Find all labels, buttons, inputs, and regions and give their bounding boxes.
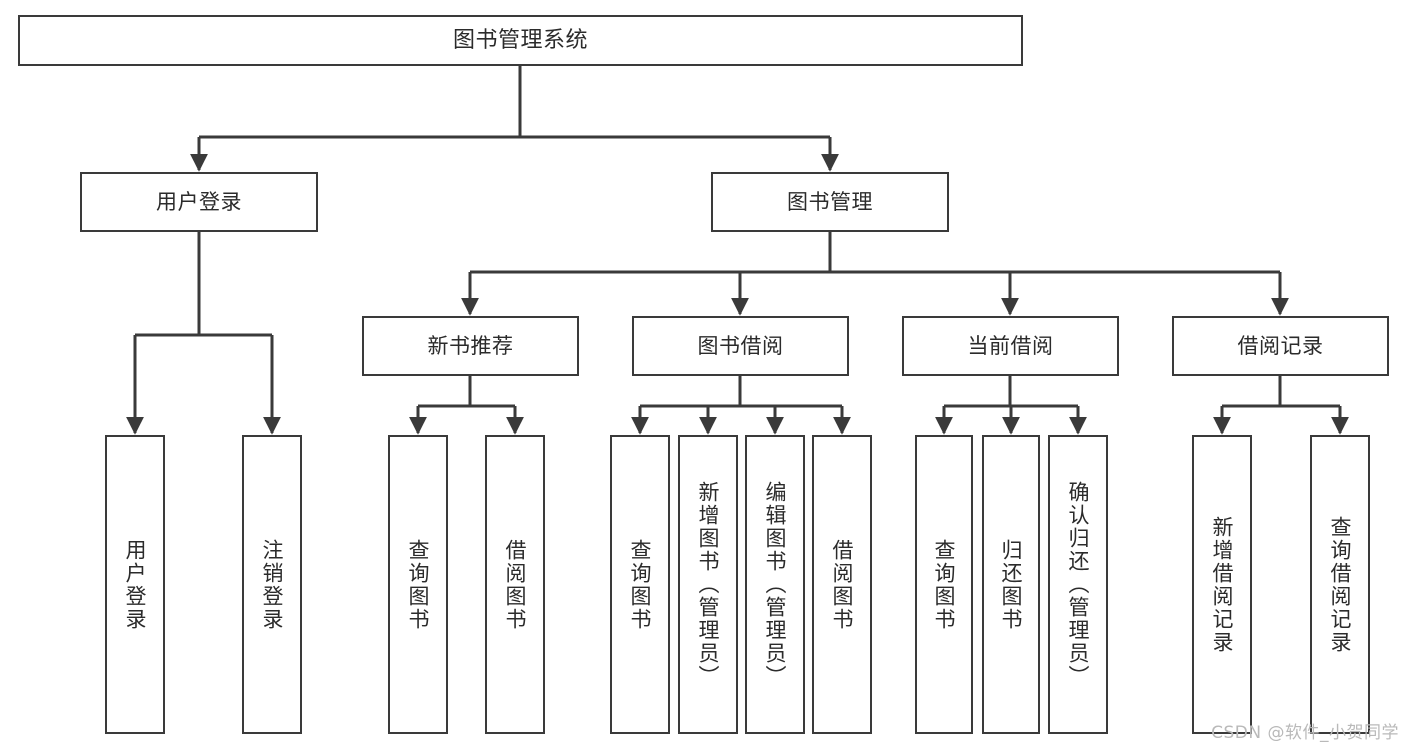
node-user-login-label: 用户登录 (156, 189, 242, 214)
node-book-borrow-label: 图书借阅 (697, 333, 784, 358)
node-leaf-logout[interactable]: 注销登录 (242, 435, 302, 734)
node-current-borrow[interactable]: 当前借阅 (902, 316, 1119, 376)
node-book-management[interactable]: 图书管理 (711, 172, 949, 232)
node-leaf-borrow-query-books[interactable]: 查询图书 (610, 435, 670, 734)
node-leaf-current-query-books-label: 查询图书 (932, 538, 957, 631)
node-leaf-query-borrow-record-label: 查询借阅记录 (1328, 515, 1353, 654)
node-book-management-label: 图书管理 (787, 189, 873, 214)
node-leaf-add-book-admin[interactable]: 新增图书（管理员） (678, 435, 738, 734)
node-leaf-add-book-admin-label: 新增图书（管理员） (696, 481, 721, 688)
node-leaf-query-borrow-record[interactable]: 查询借阅记录 (1310, 435, 1370, 734)
node-leaf-current-query-books[interactable]: 查询图书 (915, 435, 973, 734)
node-leaf-return-books[interactable]: 归还图书 (982, 435, 1040, 734)
node-book-borrow[interactable]: 图书借阅 (632, 316, 849, 376)
node-leaf-borrow-books-label: 借阅图书 (830, 538, 855, 631)
node-current-borrow-label: 当前借阅 (967, 333, 1054, 358)
node-root[interactable]: 图书管理系统 (18, 15, 1023, 66)
node-leaf-edit-book-admin-label: 编辑图书（管理员） (763, 481, 788, 688)
node-leaf-newbook-query-books-label: 查询图书 (406, 538, 431, 631)
node-leaf-user-login[interactable]: 用户登录 (105, 435, 165, 734)
node-leaf-newbook-query-books[interactable]: 查询图书 (388, 435, 448, 734)
node-leaf-borrow-query-books-label: 查询图书 (628, 538, 653, 631)
node-leaf-edit-book-admin[interactable]: 编辑图书（管理员） (745, 435, 805, 734)
node-leaf-newbook-borrow-books-label: 借阅图书 (503, 538, 528, 631)
node-new-book-recommend-label: 新书推荐 (427, 333, 514, 358)
node-leaf-borrow-books[interactable]: 借阅图书 (812, 435, 872, 734)
node-leaf-add-borrow-record-label: 新增借阅记录 (1210, 515, 1235, 654)
node-leaf-logout-label: 注销登录 (260, 538, 285, 631)
node-leaf-confirm-return-admin-label: 确认归还（管理员） (1066, 481, 1091, 688)
node-leaf-return-books-label: 归还图书 (999, 538, 1024, 631)
node-borrow-record[interactable]: 借阅记录 (1172, 316, 1389, 376)
node-leaf-add-borrow-record[interactable]: 新增借阅记录 (1192, 435, 1252, 734)
node-user-login[interactable]: 用户登录 (80, 172, 318, 232)
node-new-book-recommend[interactable]: 新书推荐 (362, 316, 579, 376)
node-root-label: 图书管理系统 (452, 27, 588, 53)
csdn-watermark: CSDN @软件_小贺同学 (1211, 723, 1399, 743)
node-leaf-confirm-return-admin[interactable]: 确认归还（管理员） (1048, 435, 1108, 734)
node-leaf-user-login-label: 用户登录 (123, 538, 148, 631)
node-leaf-newbook-borrow-books[interactable]: 借阅图书 (485, 435, 545, 734)
node-borrow-record-label: 借阅记录 (1237, 333, 1324, 358)
